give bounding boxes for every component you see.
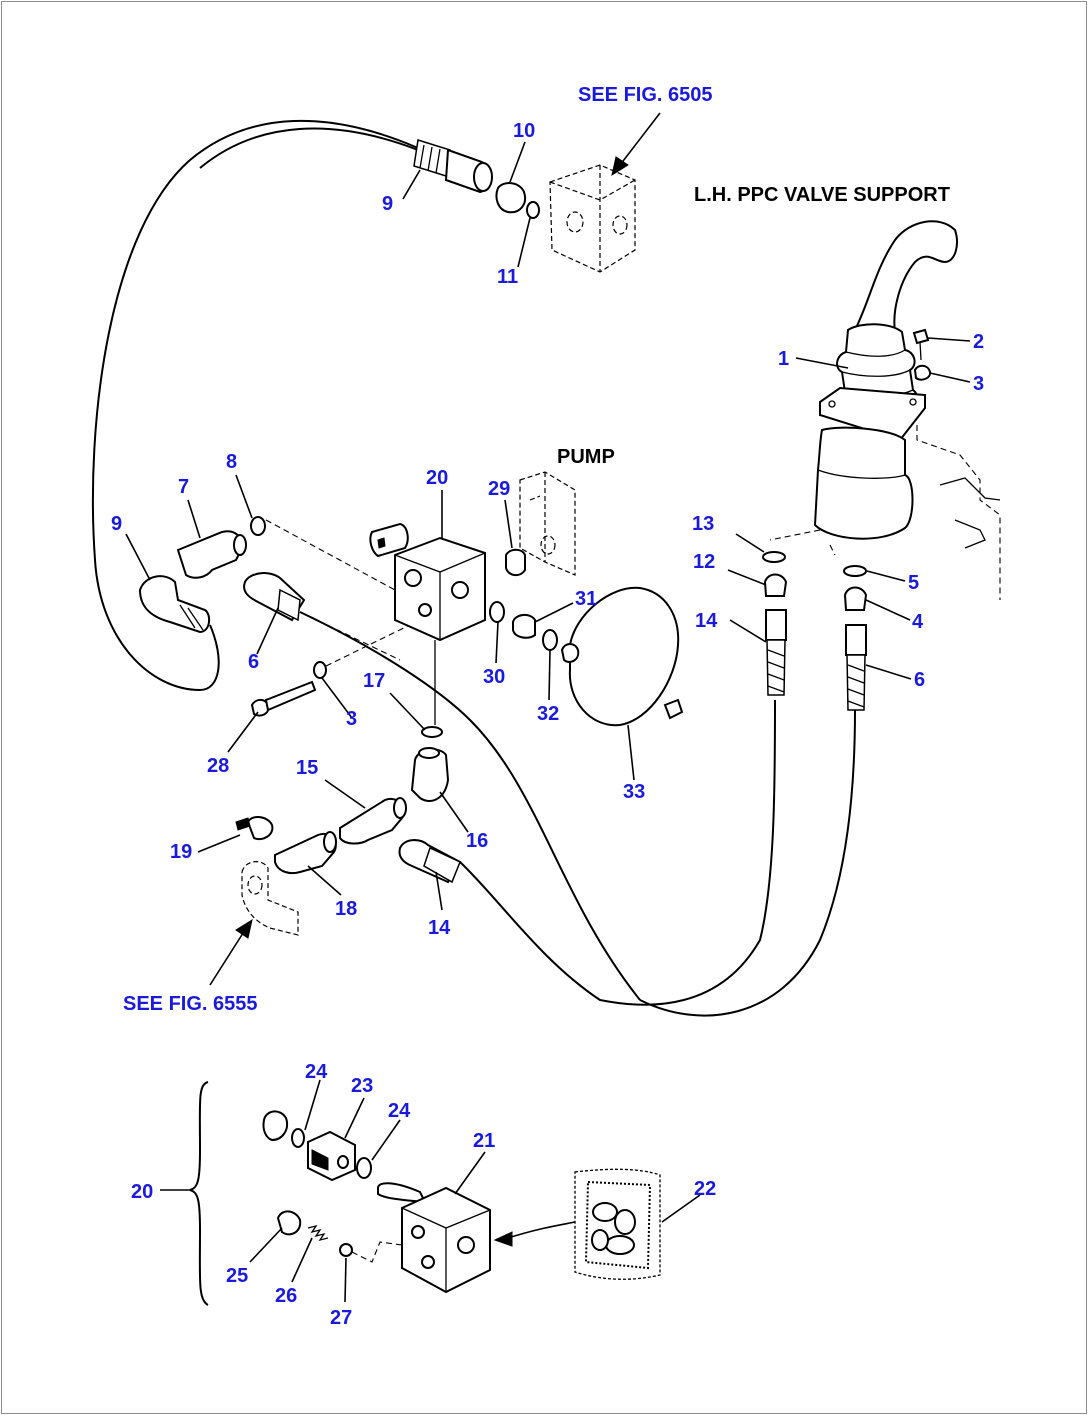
o-ring-13 bbox=[762, 551, 786, 563]
callout-25: 25 bbox=[226, 1265, 248, 1287]
o-ring-17 bbox=[421, 726, 443, 738]
ppc-valve-joystick bbox=[769, 220, 1001, 600]
spring-26 bbox=[307, 1224, 329, 1242]
callout-23: 23 bbox=[351, 1075, 373, 1097]
callout-20: 20 bbox=[426, 467, 448, 489]
callout-13: 13 bbox=[692, 513, 714, 535]
callout-17: 17 bbox=[363, 670, 385, 692]
exploded-block-20 bbox=[189, 1081, 661, 1306]
callout-11: 11 bbox=[497, 266, 518, 288]
valve-support-heading: L.H. PPC VALVE SUPPORT bbox=[694, 184, 950, 206]
fitting-4 bbox=[843, 586, 868, 611]
ghost-valve-block-6505 bbox=[549, 164, 636, 273]
see-fig-6555-label: SEE FIG. 6555 bbox=[123, 993, 258, 1015]
callout-18: 18 bbox=[335, 898, 357, 920]
pump-heading: PUMP bbox=[557, 446, 615, 468]
callout-24: 24 bbox=[388, 1100, 411, 1122]
accumulator-chain bbox=[489, 586, 684, 727]
callout-27: 27 bbox=[330, 1307, 352, 1329]
see-fig-6505-label: SEE FIG. 6505 bbox=[578, 84, 713, 106]
plug-19 bbox=[246, 816, 274, 841]
callout-7: 7 bbox=[178, 476, 189, 498]
valve-block-20 bbox=[299, 522, 486, 725]
left-fitting-group bbox=[138, 516, 421, 717]
o-ring-5 bbox=[843, 565, 867, 577]
callout-3: 3 bbox=[346, 708, 357, 730]
callout-8: 8 bbox=[226, 451, 237, 473]
seal-32 bbox=[542, 629, 558, 651]
callout-29: 29 bbox=[488, 478, 510, 500]
fitting-12 bbox=[763, 573, 788, 597]
brace bbox=[189, 1081, 209, 1306]
callout-31: 31 bbox=[575, 588, 597, 610]
part-callouts: 1 2 3 5 4 6 13 12 14 9 10 11 8 7 9 6 20 … bbox=[111, 120, 984, 1329]
hose-end-9-top bbox=[413, 139, 493, 194]
elbow-9 bbox=[138, 575, 211, 634]
callout-32: 32 bbox=[537, 703, 559, 725]
callout-14: 14 bbox=[695, 610, 718, 632]
callout-1: 1 bbox=[778, 348, 789, 370]
callout-30: 30 bbox=[483, 666, 505, 688]
o-ring-24-a bbox=[291, 1128, 305, 1148]
top-fitting-group bbox=[413, 112, 661, 273]
callout-9: 9 bbox=[111, 513, 122, 535]
callout-22: 22 bbox=[694, 1178, 716, 1200]
callout-15: 15 bbox=[296, 757, 318, 779]
o-ring-11 bbox=[526, 201, 540, 219]
fitting-29 bbox=[505, 548, 526, 576]
o-ring-8 bbox=[250, 516, 266, 536]
callout-14: 14 bbox=[428, 917, 451, 939]
callout-28: 28 bbox=[207, 755, 229, 777]
fitting-10 bbox=[495, 182, 526, 214]
pump-ghost bbox=[505, 471, 576, 576]
lower-fitting-group bbox=[209, 726, 462, 986]
callout-26: 26 bbox=[275, 1285, 297, 1307]
callout-12: 12 bbox=[693, 551, 715, 573]
ball-27 bbox=[339, 1243, 353, 1257]
tee-fitting-15 bbox=[339, 797, 405, 845]
callout-9: 9 bbox=[382, 193, 393, 215]
accumulator-33 bbox=[568, 586, 680, 727]
callout-21: 21 bbox=[473, 1130, 495, 1152]
callout-19: 19 bbox=[170, 841, 192, 863]
leader-lines bbox=[125, 141, 971, 1303]
callout-2: 2 bbox=[973, 331, 984, 353]
o-ring-30 bbox=[489, 601, 505, 623]
callout-4: 4 bbox=[912, 611, 924, 633]
callout-10: 10 bbox=[513, 120, 535, 142]
ghost-fitting-6555 bbox=[241, 861, 299, 936]
tee-fitting-7 bbox=[176, 530, 243, 579]
callout-20: 20 bbox=[131, 1181, 153, 1203]
fitting-31 bbox=[512, 614, 536, 639]
callout-33: 33 bbox=[623, 781, 645, 803]
cap bbox=[262, 1110, 288, 1142]
reference-labels: SEE FIG. 6505 SEE FIG. 6555 L.H. PPC VAL… bbox=[123, 84, 950, 1015]
label-plate-22 bbox=[574, 1168, 661, 1280]
plug-25 bbox=[276, 1210, 302, 1236]
callout-24: 24 bbox=[305, 1061, 328, 1083]
hose-lines bbox=[91, 119, 856, 1017]
o-ring-24-b bbox=[356, 1157, 372, 1179]
joystick-port-fittings bbox=[762, 551, 868, 711]
valve-support-bracket bbox=[769, 425, 1001, 600]
callout-5: 5 bbox=[908, 572, 919, 594]
callout-16: 16 bbox=[466, 830, 488, 852]
callout-6: 6 bbox=[248, 651, 259, 673]
callout-6: 6 bbox=[914, 669, 925, 691]
callout-3: 3 bbox=[973, 373, 984, 395]
